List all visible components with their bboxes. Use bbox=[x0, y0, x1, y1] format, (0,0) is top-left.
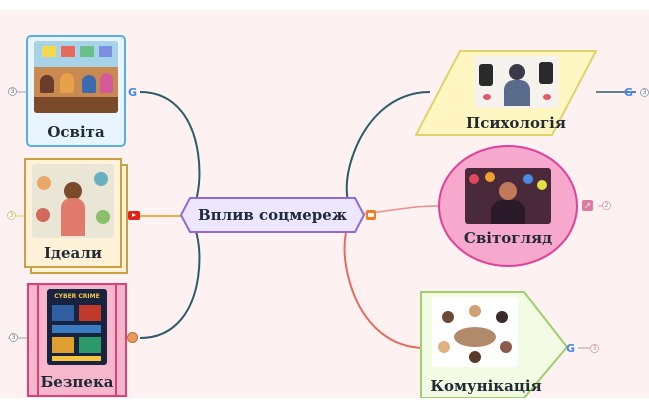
komunikatsiia-image bbox=[432, 297, 518, 367]
topic-idealy[interactable]: Ідеали bbox=[24, 158, 122, 268]
topic-komunikatsiia[interactable]: Комунікація bbox=[420, 291, 568, 399]
bezpeka-poster-title: CYBER CRIME bbox=[54, 293, 100, 300]
psykholohiia-image bbox=[475, 56, 559, 108]
osvita-label: Освіта bbox=[47, 123, 105, 141]
external-link-icon[interactable]: ↗ bbox=[582, 200, 593, 211]
idealy-label: Ідеали bbox=[44, 244, 102, 262]
komunikatsiia-count-badge[interactable]: 3 bbox=[590, 344, 599, 353]
svitohliad-count-badge[interactable]: 2 bbox=[602, 201, 611, 210]
idealy-count-badge[interactable]: 3 bbox=[7, 211, 16, 220]
youtube-icon[interactable] bbox=[128, 211, 140, 220]
central-topic-title: Вплив соцмереж bbox=[198, 206, 347, 224]
link-komunikatsiia bbox=[343, 213, 426, 349]
psykholohiia-count-badge[interactable]: 3 bbox=[640, 88, 649, 97]
central-topic[interactable]: Вплив соцмереж bbox=[180, 197, 365, 233]
link-bezpeka bbox=[139, 215, 201, 339]
blogger-icon[interactable] bbox=[366, 210, 376, 220]
osvita-image bbox=[34, 41, 118, 113]
pin-icon[interactable] bbox=[127, 332, 138, 343]
topic-osvita[interactable]: Освіта bbox=[26, 35, 126, 147]
top-frame bbox=[0, 0, 649, 10]
svitohliad-image bbox=[465, 168, 551, 224]
google-icon[interactable]: G bbox=[128, 86, 138, 99]
bezpeka-count-badge[interactable]: 3 bbox=[9, 333, 18, 342]
osvita-count-badge[interactable]: 3 bbox=[8, 87, 17, 96]
psykholohiia-label: Психологія bbox=[466, 114, 566, 132]
topic-psykholohiia[interactable]: Психологія bbox=[415, 50, 597, 136]
svitohliad-label: Світогляд bbox=[463, 229, 553, 247]
google-icon[interactable]: G bbox=[624, 86, 634, 99]
google-icon[interactable]: G bbox=[566, 342, 576, 355]
topic-bezpeka[interactable]: CYBER CRIME Безпека bbox=[27, 283, 127, 397]
bezpeka-label: Безпека bbox=[40, 373, 114, 391]
bottom-frame bbox=[0, 398, 649, 403]
komunikatsiia-label: Комунікація bbox=[430, 377, 542, 395]
topic-svitohliad[interactable]: Світогляд bbox=[438, 145, 578, 267]
bezpeka-poster-image: CYBER CRIME bbox=[47, 289, 107, 365]
idealy-image bbox=[32, 164, 114, 238]
